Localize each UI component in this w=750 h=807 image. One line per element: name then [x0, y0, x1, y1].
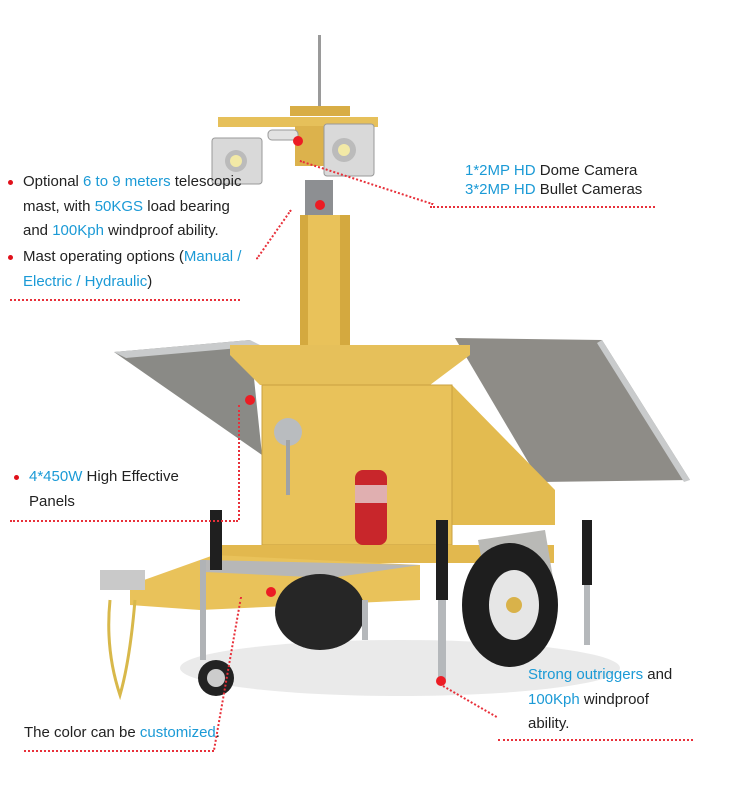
- color-annotation: The color can be customized.: [24, 724, 220, 741]
- leader-line-outriggers: [498, 739, 693, 741]
- pin-camera: [293, 136, 303, 146]
- pin-outrigger: [436, 676, 446, 686]
- safety-chain-icon: [107, 599, 137, 701]
- pin-panels: [245, 395, 255, 405]
- bullet-camera-icon: [267, 129, 299, 141]
- bullet-icon: [8, 255, 13, 260]
- leader-line-panels-vert: [238, 405, 240, 520]
- operating-options-annotation: Mast operating options (Manual / Electri…: [8, 245, 248, 294]
- winch-icon: [274, 418, 302, 446]
- leader-line-color: [24, 750, 214, 752]
- panels-annotation: 4*450W High Effective Panels: [14, 465, 234, 514]
- bullet-icon: [14, 475, 19, 480]
- outrigger-icon: [436, 520, 448, 600]
- fire-extinguisher-icon: [355, 470, 387, 545]
- leader-line-cameras: [430, 206, 655, 208]
- leader-line-mast: [10, 299, 240, 301]
- pin-chassis: [266, 587, 276, 597]
- floodlight-right-icon: [323, 123, 375, 177]
- leader-line-panels: [10, 520, 238, 522]
- floodlight-left-icon: [211, 137, 263, 185]
- lightning-rod-icon: [318, 35, 321, 110]
- bullet-icon: [8, 180, 13, 185]
- outriggers-annotation: Strong outriggers and 100Kph windproof a…: [528, 666, 673, 732]
- mast-annotation: Optional 6 to 9 meters telescopic mast, …: [8, 170, 248, 244]
- pin-mast: [315, 200, 325, 210]
- cameras-annotation: 1*2MP HD Dome Camera 3*2MP HD Bullet Cam…: [465, 162, 643, 198]
